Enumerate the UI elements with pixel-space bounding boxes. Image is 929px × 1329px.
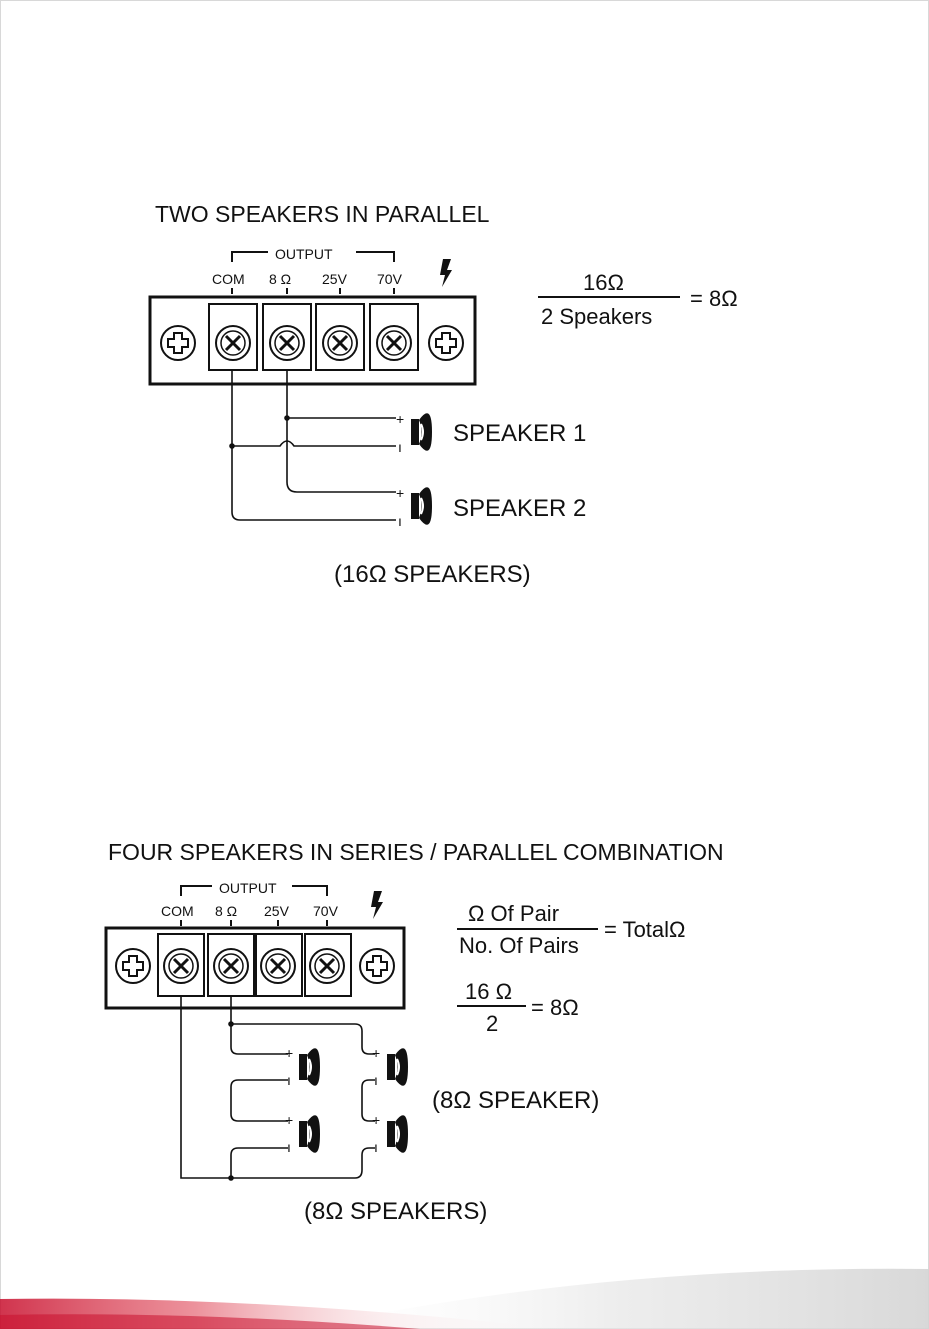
diagram1-screw-com [216, 326, 250, 360]
formula-denominator: 2 Speakers [541, 304, 652, 329]
diagram2-caption: (8Ω SPEAKERS) [304, 1198, 487, 1225]
speaker-plus: + [372, 1045, 380, 1061]
speaker-icon [411, 487, 432, 525]
diagram2-terminal-block [106, 928, 404, 1008]
diagram1-wiring [230, 370, 396, 520]
speaker2-label: SPEAKER 2 [453, 495, 586, 522]
diagram1-formula: 16Ω 2 Speakers = 8Ω [538, 270, 738, 329]
diagram1-output-label: OUTPUT [275, 246, 333, 262]
speaker2-minus: ı [398, 513, 402, 529]
footer-swoosh [0, 1265, 929, 1329]
speaker-minus: ı [374, 1072, 378, 1088]
speaker-minus: ı [374, 1139, 378, 1155]
diagram2-screw-25v [261, 949, 295, 983]
formula-denominator: 2 [486, 1011, 498, 1036]
speaker1-minus: ı [398, 439, 402, 455]
diagram2-formula-example: 16 Ω 2 = 8Ω [457, 979, 579, 1036]
diagram2-speakers: + ı + ı + ı + ı [285, 1045, 408, 1155]
diagram2-screw-70v [310, 949, 344, 983]
speaker-icon [387, 1048, 408, 1086]
speaker-icon [299, 1115, 320, 1153]
diagram2-title: FOUR SPEAKERS IN SERIES / PARALLEL COMBI… [108, 839, 724, 865]
diagram1-screw-70v [377, 326, 411, 360]
formula-result: = TotalΩ [604, 917, 685, 942]
diagram1-terminal-70v: 70V [377, 271, 403, 287]
speaker-plus: + [285, 1045, 293, 1061]
formula-numerator: 16 Ω [465, 979, 512, 1004]
speaker1-label: SPEAKER 1 [453, 420, 586, 447]
speaker-minus: ı [287, 1139, 291, 1155]
diagram1-terminal-com: COM [212, 271, 245, 287]
speaker2-plus: + [396, 485, 404, 501]
diagram1-screw-8ohm [270, 326, 304, 360]
diagram2-terminal-8ohm: 8 Ω [215, 903, 237, 919]
diagram1-screw-25v [323, 326, 357, 360]
diagram2-output-label: OUTPUT [219, 880, 277, 896]
diagram2-wiring [181, 996, 375, 1180]
lightning-icon [371, 891, 383, 919]
diagram2-terminal-ticks [181, 920, 327, 926]
speaker-icon [387, 1115, 408, 1153]
diagram2-screw-8ohm [214, 949, 248, 983]
diagram1-terminal-25v: 25V [322, 271, 348, 287]
formula-numerator: 16Ω [583, 270, 624, 295]
diagram1-terminal-block [150, 297, 475, 384]
diagram2-terminal-70v: 70V [313, 903, 339, 919]
speaker-icon [299, 1048, 320, 1086]
formula-denominator: No. Of Pairs [459, 933, 579, 958]
speaker-plus: + [285, 1112, 293, 1128]
speaker-plus: + [372, 1112, 380, 1128]
speaker-icon [411, 413, 432, 451]
diagram2-terminal-com: COM [161, 903, 194, 919]
formula-numerator: Ω Of Pair [468, 901, 559, 926]
lightning-icon [440, 259, 452, 287]
diagram1-title: TWO SPEAKERS IN PARALLEL [155, 201, 490, 227]
speaker1-plus: + [396, 411, 404, 427]
diagram1-terminal-8ohm: 8 Ω [269, 271, 291, 287]
formula-result: = 8Ω [531, 995, 579, 1020]
formula-result: = 8Ω [690, 286, 738, 311]
diagram2-terminal-25v: 25V [264, 903, 290, 919]
diagram1-caption: (16Ω SPEAKERS) [334, 561, 531, 588]
diagram2-formula-general: Ω Of Pair No. Of Pairs = TotalΩ [457, 901, 685, 958]
diagram2-speaker-note: (8Ω SPEAKER) [432, 1087, 599, 1114]
diagram2-screw-com [164, 949, 198, 983]
diagram1-terminal-ticks [232, 288, 394, 294]
speaker-minus: ı [287, 1072, 291, 1088]
